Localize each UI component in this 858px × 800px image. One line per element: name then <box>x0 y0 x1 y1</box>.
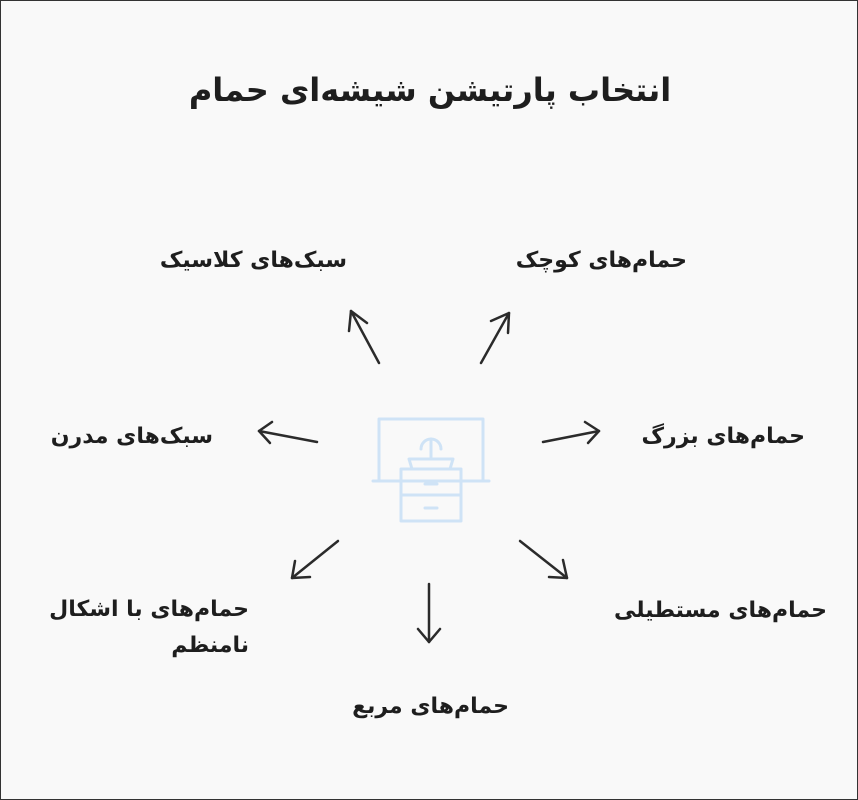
branch-label-large: حمام‌های بزرگ <box>641 424 805 449</box>
branch-label-small: حمام‌های کوچک <box>515 248 687 273</box>
branch-label-square: حمام‌های مربع <box>352 694 509 719</box>
arrow-to-small <box>479 311 511 365</box>
bathroom-vanity-icon <box>371 417 491 523</box>
branch-label-rectangular: حمام‌های مستطیلی <box>614 598 827 623</box>
arrow-to-rectangular <box>518 539 569 580</box>
arrow-to-classic <box>347 309 381 365</box>
branch-label-classic: سبک‌های کلاسیک <box>159 248 347 273</box>
arrow-to-square <box>416 582 442 644</box>
arrow-to-irregular <box>290 539 340 580</box>
branch-label-irregular: حمام‌های با اشکال نامنظم <box>49 597 249 658</box>
arrow-to-large <box>541 420 601 445</box>
diagram-title: انتخاب پارتیشن شیشه‌ای حمام <box>188 71 672 109</box>
arrow-to-modern <box>257 420 319 445</box>
branch-label-modern: سبک‌های مدرن <box>50 424 213 449</box>
